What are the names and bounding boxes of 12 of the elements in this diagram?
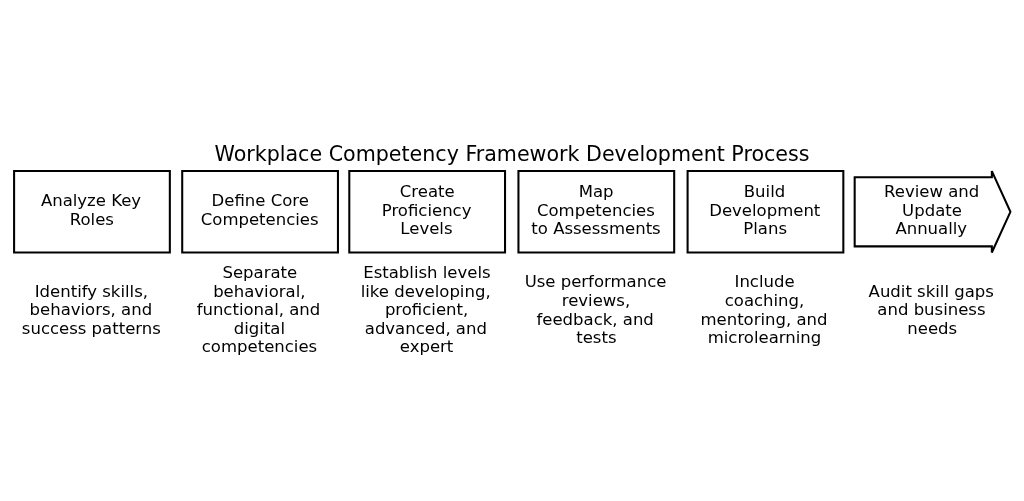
node-box: Create Proficiency Levels <box>348 169 507 254</box>
node-label: Use performance reviews, feedback, and tests <box>524 271 667 347</box>
node-box: Build Development Plans <box>686 169 845 254</box>
node-label: Separate behavioral, functional, and digital competencies <box>196 262 321 356</box>
node-label: Include coaching, mentoring, and microlearning <box>700 271 828 347</box>
node-box: Define Core Competencies <box>181 169 339 254</box>
node-label: Audit skill gaps and business needs <box>868 281 994 338</box>
node-box: Analyze Key Roles <box>13 169 171 254</box>
diagram-title: Workplace Competency Framework Development Process <box>214 141 810 166</box>
node-box: Map Competencies to Assessments <box>517 169 676 254</box>
node-label: Identify skills, behaviors, and success patterns <box>21 281 161 338</box>
node-label: Establish levels like developing, proficient, advanced, and expert <box>360 262 491 356</box>
